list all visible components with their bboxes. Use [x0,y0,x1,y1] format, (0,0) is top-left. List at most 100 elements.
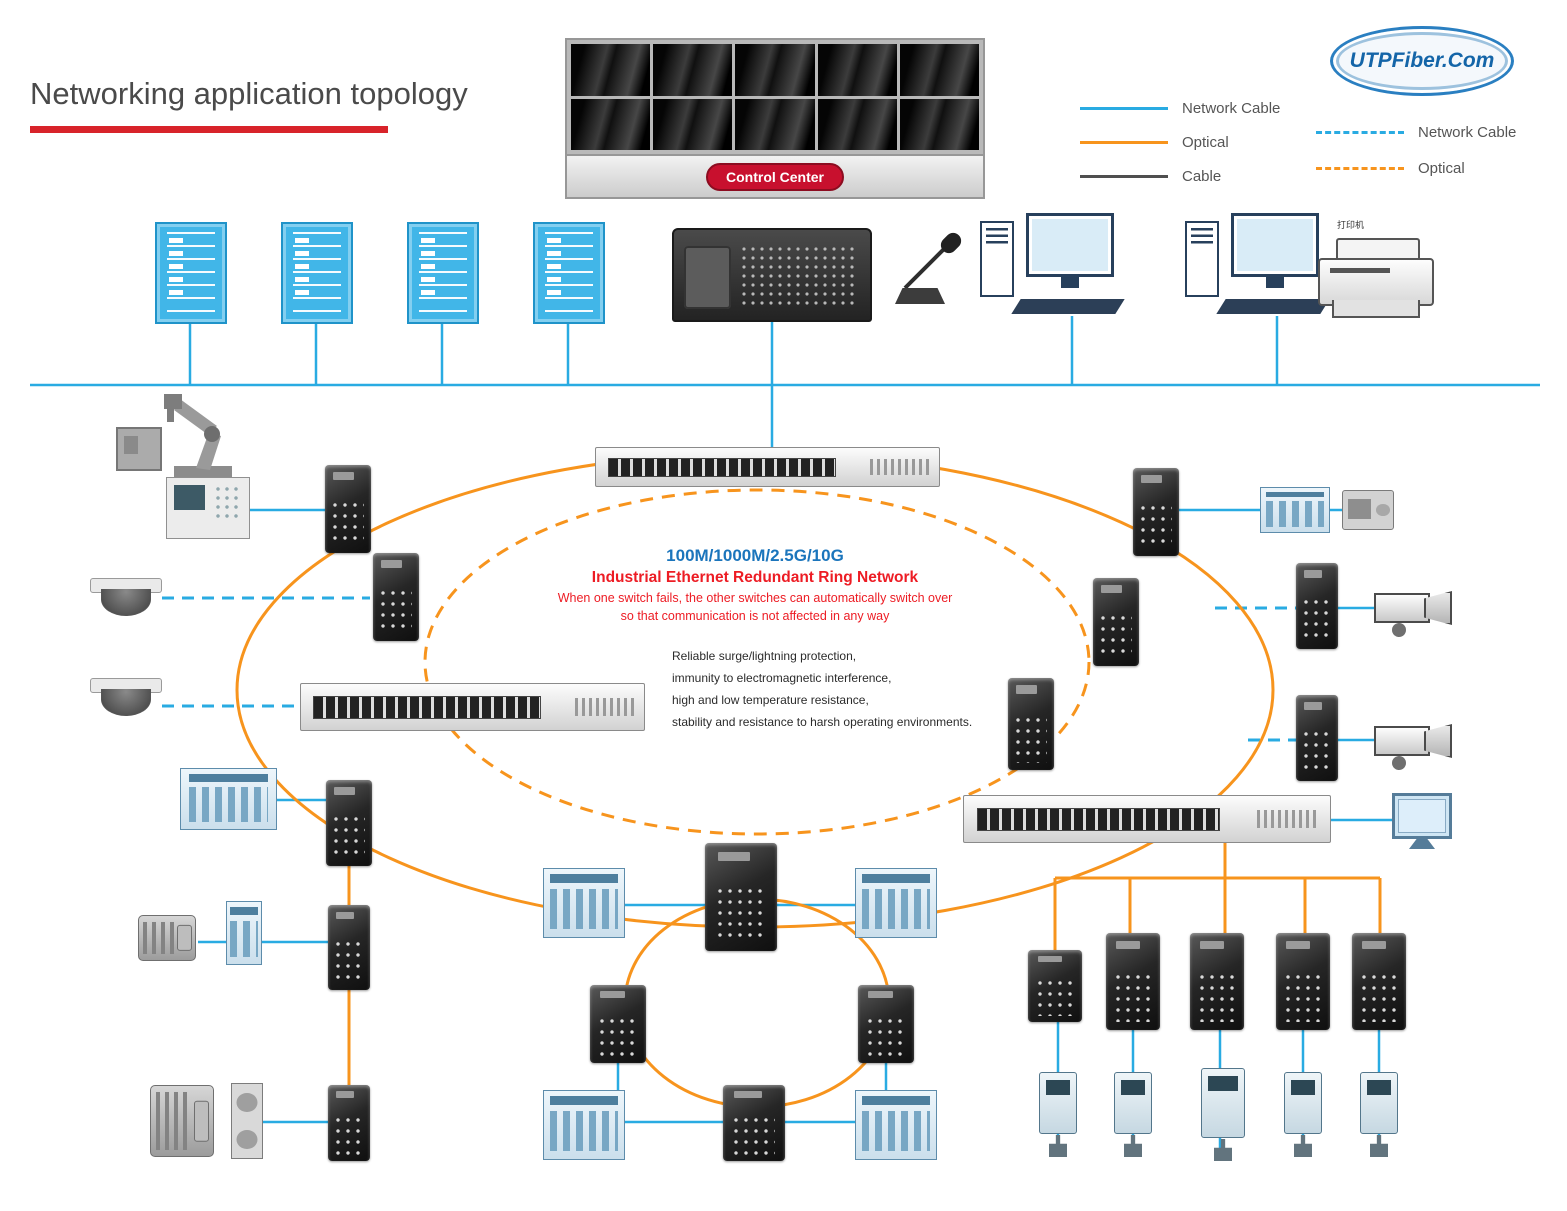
plc-module [543,868,625,938]
ring-speeds: 100M/1000M/2.5G/10G [666,546,844,565]
video-wall: Control Center [565,38,985,205]
ring-feature: immunity to electromagnetic interference… [672,671,892,685]
optical-dashed-lines [423,488,1091,836]
legend-label: Network Cable [1182,100,1281,117]
dispatch-console [672,228,872,322]
coupling-device [231,1083,263,1159]
field-instrument [1284,1072,1322,1134]
workstation [1185,213,1330,318]
cable-line-sample [1080,175,1168,178]
plc-module [180,768,277,830]
industrial-switch [328,905,370,990]
plc-module [855,868,937,938]
network-cable-lines [30,316,1540,1152]
control-center-badge: Control Center [706,162,844,191]
plc-controller [166,477,250,539]
video-wall-screens [565,38,985,156]
field-device [1342,490,1394,530]
printer-tray [1332,300,1420,318]
video-panel [899,98,979,150]
industrial-switch [1106,933,1160,1030]
industrial-switch [1276,933,1330,1030]
rack-switch [963,795,1331,843]
video-panel [735,98,815,150]
industrial-switch [328,1085,370,1161]
ring-feature: stability and resistance to harsh operat… [672,715,973,729]
ring-description: so that communication is not affected in… [620,609,890,623]
legend-label: Network Cable [1418,124,1517,141]
network-cable-dashed-lines [162,596,1296,742]
legend-optical-dashed: Optical [1316,160,1465,177]
industrial-switch [1133,468,1179,556]
industrial-switch [590,985,646,1063]
industrial-switch [1352,933,1406,1030]
monitor [1231,213,1319,277]
ring-feature: high and low temperature resistance, [672,693,869,707]
ring-title: Industrial Ethernet Redundant Ring Netwo… [591,569,919,586]
video-panel [653,44,733,96]
camera-body [1374,726,1430,756]
desktop-monitor [1392,793,1452,839]
field-instrument [1360,1072,1398,1134]
industrial-switch [1296,563,1338,649]
video-panel [571,44,651,96]
optical-line-sample [1080,141,1168,144]
video-panel [735,44,815,96]
industrial-switch [858,985,914,1063]
plc-module [1260,487,1330,533]
industrial-switch [325,465,371,553]
camera-dome [101,589,151,616]
title-underline [30,126,388,133]
printer-body [1318,258,1434,306]
workstation [980,213,1135,318]
industrial-switch [1296,695,1338,781]
server-rack [407,222,479,324]
ring-description: When one switch fails, the other switche… [557,591,953,605]
ring-feature: Reliable surge/lightning protection, [672,649,857,663]
ptz-camera [1374,716,1452,772]
rack-switch [595,447,940,487]
logo-text: UTPFiber.Com [1349,49,1495,72]
dome-camera [90,678,162,730]
industrial-switch [705,843,777,951]
plc-module [543,1090,625,1160]
industrial-switch [1190,933,1244,1030]
camera-dome [101,689,151,716]
video-wall-base: Control Center [565,156,985,199]
keyboard [1216,299,1330,314]
network-cable-dashed-sample [1316,131,1404,134]
industrial-switch [1008,678,1054,770]
printer [1318,238,1434,323]
network-cable-line-sample [1080,107,1168,110]
io-module [226,901,262,965]
industrial-switch [723,1085,785,1161]
field-instrument [1039,1072,1077,1134]
microphone-base [895,288,945,304]
ptz-camera [1374,583,1452,639]
legend-label: Optical [1182,134,1229,151]
field-instrument [1114,1072,1152,1134]
plc-module [855,1090,937,1160]
industrial-switch [1028,950,1082,1022]
keyboard [1011,299,1125,314]
legend-network-cable: Network Cable [1080,100,1280,117]
computer-tower [980,221,1014,297]
legend-optical: Optical [1080,134,1229,151]
logo: UTPFiber.Com [1330,26,1514,96]
microphone [893,226,973,310]
video-panel [899,44,979,96]
motor [150,1085,214,1157]
field-instrument [1201,1068,1245,1138]
computer-tower [1185,221,1219,297]
robot-arm [116,394,232,478]
monitor [1026,213,1114,277]
motor-drive [138,915,196,961]
dome-camera [90,578,162,630]
ring-feature-list: Reliable surge/lightning protection, imm… [672,645,972,733]
video-panel [653,98,733,150]
microphone-stem [903,244,949,290]
server-rack [281,222,353,324]
legend-label: Cable [1182,168,1222,185]
video-panel [817,98,897,150]
